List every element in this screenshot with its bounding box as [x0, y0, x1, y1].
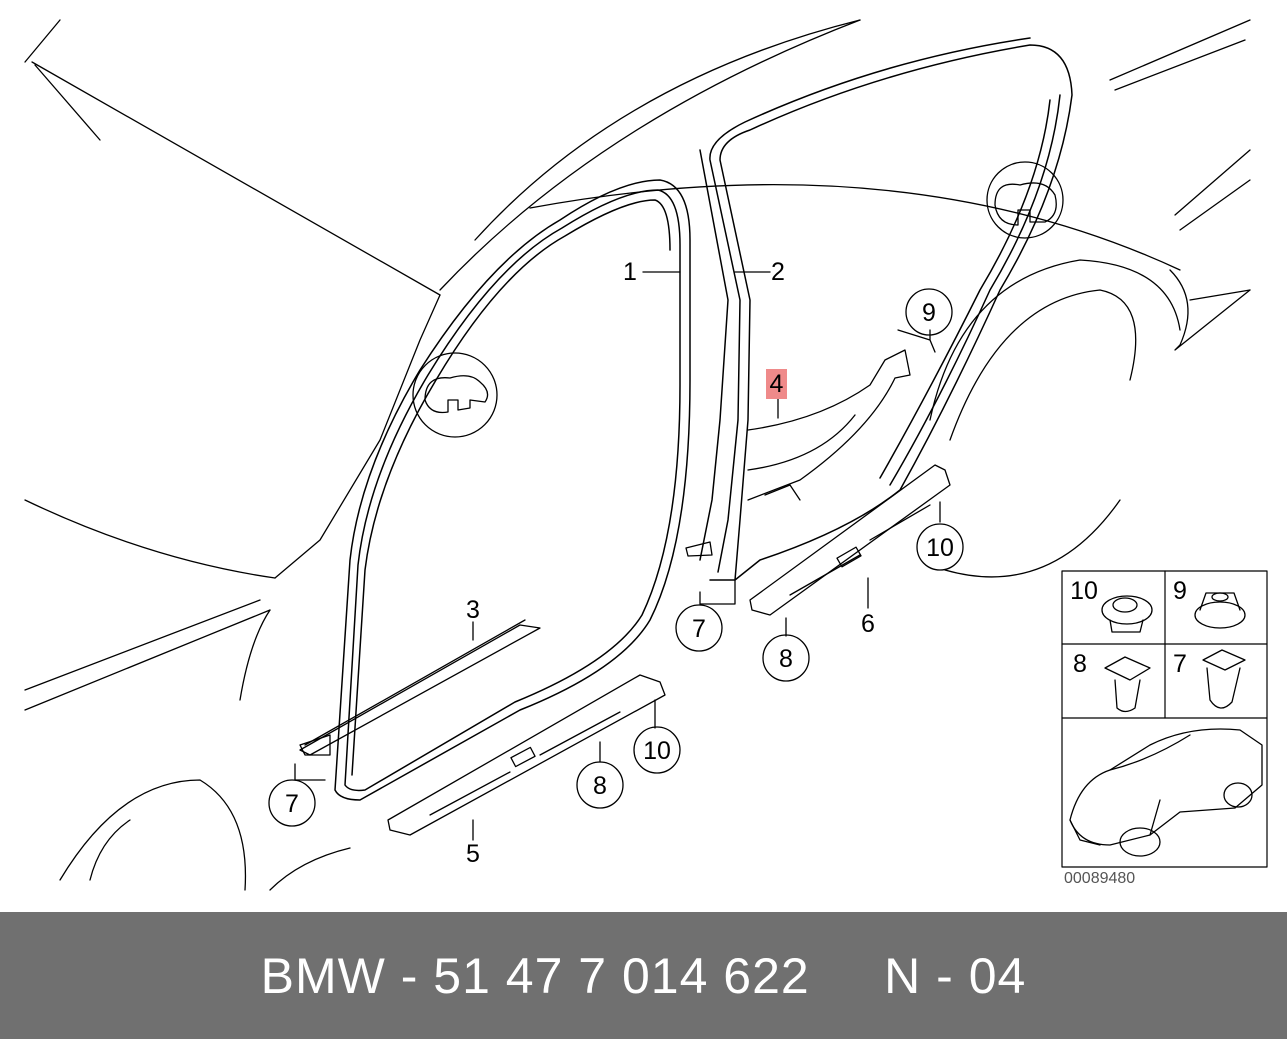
legend-label-9: 9: [1173, 577, 1187, 605]
callout-9: 9: [922, 299, 936, 327]
legend-label-10: 10: [1070, 577, 1098, 605]
seal-2-rear-door: [699, 37, 1073, 581]
legend-label-8: 8: [1073, 650, 1087, 678]
car-body-outline: [24, 19, 1251, 891]
part-3-strip: [299, 619, 541, 756]
callout-8-rear: 8: [779, 645, 793, 673]
callout-10-rear: 10: [926, 534, 954, 562]
part-4-trim: [747, 349, 911, 501]
seal-profile-detail-rear: [986, 161, 1064, 239]
callout-5: 5: [466, 840, 480, 868]
legend-clip-8-icon: [1104, 656, 1151, 713]
leader-lines: [294, 271, 941, 841]
callout-7-front: 7: [285, 790, 299, 818]
clip-7-front-mount: [299, 734, 331, 756]
parts-diagram-drawing: 1 2 3 5 6 7 7 8 8 9 10 10 10 9 8 7: [24, 19, 1268, 891]
legend-clip-7-icon: [1202, 649, 1246, 709]
seal-1-front-door: [334, 179, 691, 801]
parts-diagram: 1 2 3 5 6 7 7 8 8 9 10 10 10 9 8 7 4 000…: [24, 19, 1268, 891]
callout-2: 2: [771, 258, 785, 286]
footer-bar: BMW - 51 47 7 014 622 N - 04: [0, 912, 1287, 1039]
legend-clip-10-icon: [1101, 595, 1153, 633]
legend-panel: [1061, 570, 1268, 868]
legend-car-thumbnail: [1069, 728, 1263, 857]
callout-8-front: 8: [593, 772, 607, 800]
callout-1: 1: [623, 258, 637, 286]
legend-label-7: 7: [1173, 650, 1187, 678]
legend-nut-9-icon: [1194, 592, 1246, 629]
callout-3: 3: [466, 596, 480, 624]
callout-4-highlighted: 4: [766, 369, 787, 399]
callout-6: 6: [861, 610, 875, 638]
part-5-sill-plate: [387, 674, 666, 836]
part-number-caption: BMW - 51 47 7 014 622 N - 04: [260, 947, 1027, 1004]
callout-7-rear: 7: [692, 615, 706, 643]
seal-profile-detail-front: [412, 352, 498, 438]
part-6-sill-plate: [749, 464, 951, 616]
reference-number: 00089480: [1064, 870, 1136, 887]
callout-circles: [268, 288, 964, 827]
clip-7-rear-mount: [685, 541, 713, 557]
callout-10-front: 10: [643, 737, 671, 765]
